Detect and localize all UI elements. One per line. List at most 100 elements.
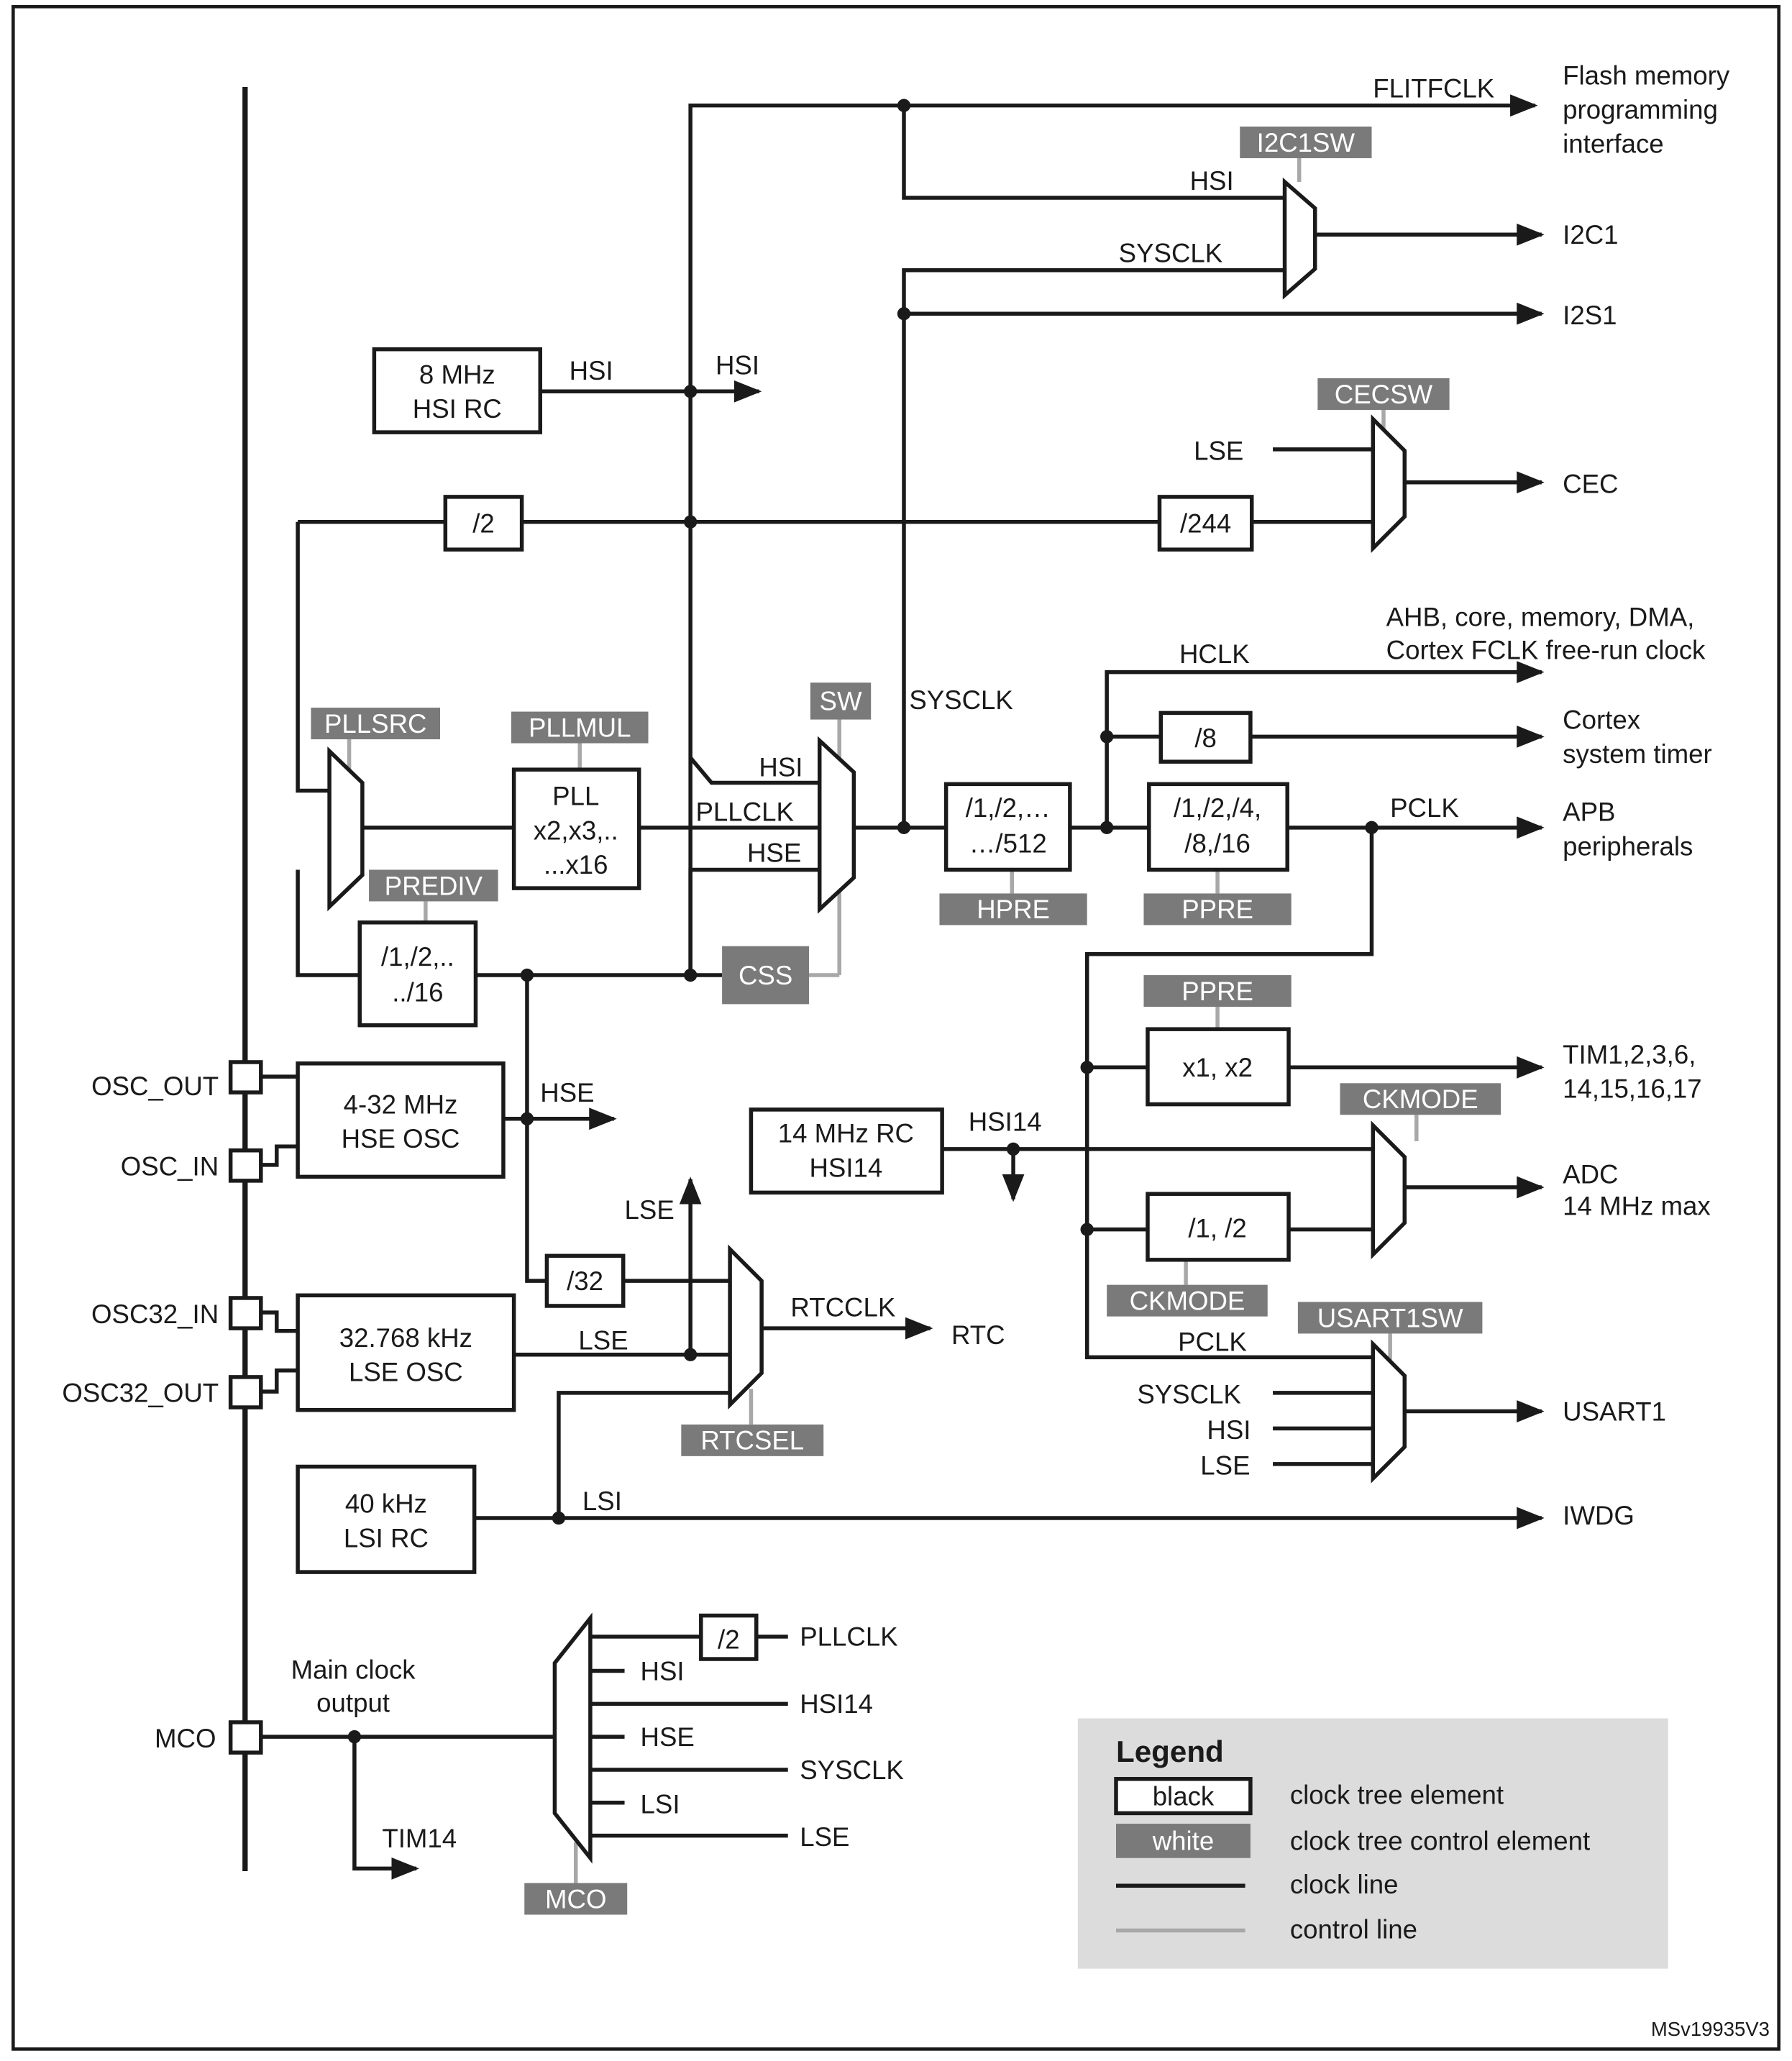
legend-black-label: black	[1153, 1781, 1215, 1811]
ctl-ppre-1: PPRE	[1181, 895, 1253, 924]
sig-lse-rtc: LSE	[578, 1325, 628, 1355]
sig-hsi-sw: HSI	[759, 752, 803, 782]
ctl-cecsw: CECSW	[1335, 380, 1433, 409]
prediv-line1: /1,/2,..	[381, 942, 454, 972]
sig-pclk-usart: PCLK	[1178, 1327, 1247, 1356]
pin-osc32-in: OSC32_IN	[91, 1299, 219, 1329]
pin-osc-in: OSC_IN	[121, 1152, 219, 1182]
ctl-mco: MCO	[545, 1884, 606, 1914]
out-flash-3: interface	[1563, 129, 1663, 159]
ctl-usart1sw: USART1SW	[1317, 1303, 1463, 1333]
legend-black-swatch	[1114, 1777, 1253, 1816]
hpre-line2: …/512	[969, 829, 1047, 859]
out-tim-2: 14,15,16,17	[1563, 1074, 1701, 1103]
hsi14-rc-line2: HSI14	[809, 1153, 882, 1182]
legend-control-line: control line	[1290, 1914, 1417, 1944]
cecsw-mux	[1371, 414, 1407, 553]
ckmode-mux	[1371, 1120, 1407, 1260]
pin-osc32-out: OSC32_OUT	[62, 1379, 219, 1408]
out-flash-1: Flash memory	[1563, 60, 1730, 90]
sig-lsi: LSI	[582, 1486, 622, 1516]
sig-hse-sw: HSE	[747, 838, 801, 867]
out-rtc: RTC	[951, 1320, 1005, 1350]
sig-hsi-usart: HSI	[1207, 1415, 1251, 1445]
sig-sysclk-usart: SYSCLK	[1137, 1380, 1241, 1409]
mco-label-1: Main clock	[291, 1655, 416, 1685]
sig-hclk: HCLK	[1179, 639, 1250, 669]
sig-sysclk-main: SYSCLK	[909, 685, 1013, 715]
div8-box	[1158, 710, 1253, 764]
pin-osc-out: OSC_OUT	[91, 1071, 219, 1101]
out-tim-1: TIM1,2,3,6,	[1563, 1040, 1696, 1069]
control-elements: I2C1SW CECSW PLLSRC PLLMUL SW PREDIV CSS…	[311, 127, 1501, 1915]
sig-hsi-rc: HSI	[570, 356, 613, 385]
hsi-rc-line2: HSI RC	[413, 394, 502, 424]
diagram-frame	[12, 4, 1780, 2051]
ctl-i2c1sw: I2C1SW	[1257, 128, 1356, 157]
lsi-rc-line1: 40 kHz	[345, 1489, 427, 1519]
sig-lse-cec: LSE	[1194, 437, 1243, 466]
out-ahb-1: AHB, core, memory, DMA,	[1386, 602, 1695, 631]
ctl-hpre: HPRE	[977, 895, 1050, 924]
ctl-pllmul: PLLMUL	[529, 713, 631, 742]
ctl-pllsrc: PLLSRC	[324, 709, 427, 739]
multiplexers	[327, 177, 1407, 1864]
pllsrc-mux	[327, 746, 365, 912]
control-lines	[347, 157, 1419, 1883]
signal-labels: FLITFCLK HSI SYSCLK HSI HSI LSE HCLK SYS…	[540, 74, 1495, 1516]
sig-hsi-i2c: HSI	[1190, 166, 1234, 196]
ctl-rtcsel: RTCSEL	[700, 1426, 804, 1456]
figure-id: MSv19935V3	[1651, 2018, 1770, 2040]
ctl-ppre-2: PPRE	[1181, 977, 1253, 1006]
pin-labels: OSC_OUT OSC_IN OSC32_IN OSC32_OUT MCO Ma…	[62, 1071, 416, 1753]
ppre-line2: /8,/16	[1184, 829, 1251, 859]
mco-mux	[552, 1612, 593, 1864]
sig-pllclk-sw: PLLCLK	[695, 798, 794, 827]
ctl-sw: SW	[820, 687, 862, 716]
out-apb-2: peripherals	[1563, 831, 1693, 861]
hpre-line1: /1,/2,…	[966, 793, 1051, 823]
sig-pclk: PCLK	[1390, 793, 1459, 823]
mco-in-hsi: HSI	[641, 1656, 685, 1686]
div2-label: /2	[472, 508, 495, 538]
x1x2-box	[1146, 1027, 1291, 1107]
pll-line3: ...x16	[544, 850, 608, 879]
mco-in-lsi: LSI	[641, 1789, 680, 1819]
div32-label: /32	[567, 1266, 603, 1296]
legend-clock-line: clock line	[1290, 1870, 1399, 1899]
hsi14-rc-box	[749, 1107, 944, 1195]
pll-box	[511, 767, 641, 890]
lse-osc-line1: 32.768 kHz	[339, 1323, 472, 1353]
sig-rtcclk: RTCCLK	[790, 1293, 895, 1322]
ctl-css: CSS	[739, 961, 792, 990]
legend-white-label: white	[1152, 1827, 1215, 1856]
hsi-rc-line1: 8 MHz	[419, 360, 495, 389]
lsi-rc-line2: LSI RC	[344, 1523, 429, 1553]
hse-osc-line1: 4-32 MHz	[344, 1089, 458, 1119]
pll-line1: PLL	[552, 782, 599, 811]
mco-in-lse: LSE	[800, 1822, 849, 1852]
legend-white-swatch	[1116, 1824, 1251, 1858]
div2-box	[443, 495, 524, 552]
sig-sysclk-i2c: SYSCLK	[1119, 239, 1223, 268]
sig-hsi14: HSI14	[969, 1107, 1042, 1136]
x1x2-label: x1, x2	[1182, 1053, 1253, 1082]
pin-squares	[228, 1060, 263, 1755]
out-cortex-1: Cortex	[1563, 705, 1640, 734]
sig-flitfclk: FLITFCLK	[1373, 74, 1494, 104]
mco-in-hse: HSE	[641, 1722, 695, 1752]
hse-osc-box	[296, 1061, 506, 1179]
ppre-line1: /1,/2,/4,	[1174, 793, 1261, 823]
out-adc-1: ADC	[1563, 1160, 1618, 1189]
hsi-rc-box	[372, 347, 543, 434]
prediv-line2: ../16	[392, 978, 443, 1007]
hsi14-rc-line1: 14 MHz RC	[778, 1119, 914, 1148]
sig-lse-up: LSE	[625, 1195, 675, 1225]
out-cec: CEC	[1563, 469, 1618, 498]
div32-box	[544, 1253, 626, 1308]
mco-label-2: output	[316, 1688, 390, 1717]
lse-osc-box	[296, 1293, 516, 1412]
rtcsel-mux	[728, 1244, 764, 1410]
